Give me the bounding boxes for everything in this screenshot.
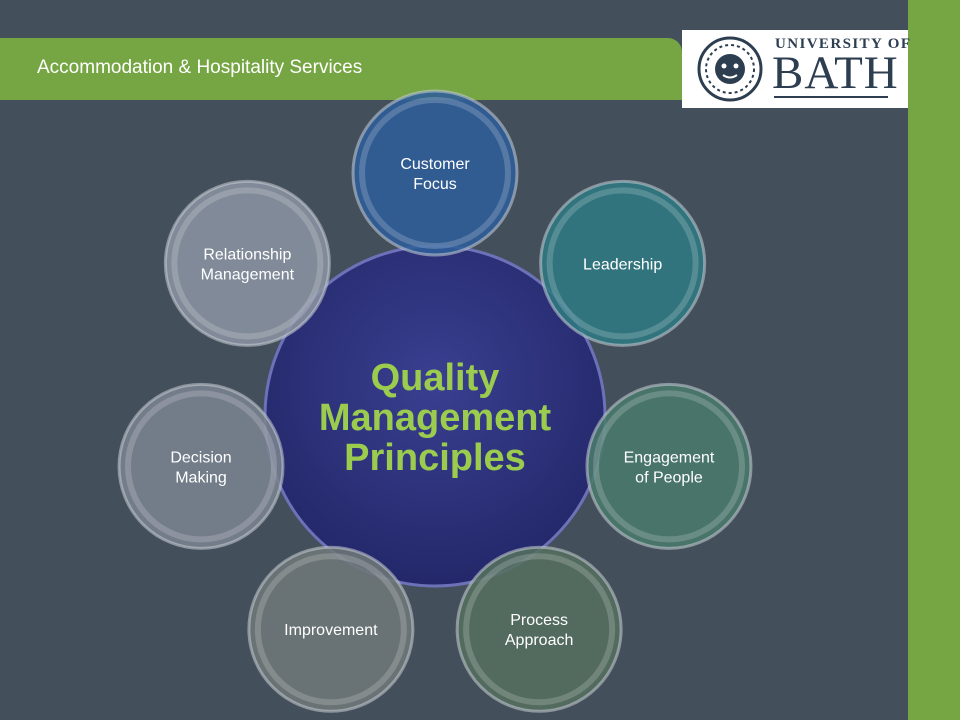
principle-ring bbox=[254, 553, 407, 706]
principle-circle bbox=[585, 382, 753, 550]
principle-circle bbox=[539, 179, 707, 347]
principle-node: Engagement of People bbox=[585, 382, 753, 550]
principle-label: Engagement bbox=[624, 449, 715, 466]
principle-circle bbox=[247, 545, 415, 713]
principle-label: Making bbox=[175, 469, 227, 486]
principle-ring bbox=[125, 390, 278, 543]
principle-ring bbox=[359, 97, 511, 249]
header-title: Accommodation & Hospitality Services bbox=[37, 57, 363, 78]
principle-label: Management bbox=[201, 266, 295, 283]
principle-ring bbox=[463, 553, 616, 706]
seal-icon bbox=[697, 36, 763, 102]
principle-label: Approach bbox=[505, 632, 574, 649]
principle-label: Leadership bbox=[583, 256, 662, 273]
header-band bbox=[0, 38, 682, 100]
principle-node: Improvement bbox=[247, 545, 415, 713]
principle-circle bbox=[351, 89, 519, 257]
principle-label: Relationship bbox=[203, 246, 291, 263]
center-label-line-1: Quality bbox=[371, 357, 500, 399]
principle-ring bbox=[592, 390, 745, 543]
center-node: Quality Management Principles bbox=[263, 244, 607, 588]
principle-label: of People bbox=[635, 469, 703, 486]
principle-circle bbox=[163, 179, 331, 347]
principle-circle bbox=[455, 545, 623, 713]
principle-label: Customer bbox=[400, 156, 470, 173]
center-label-line-2: Management bbox=[319, 397, 552, 439]
principle-label: Focus bbox=[413, 176, 457, 193]
logo-underline bbox=[774, 96, 888, 98]
logo-top-text: UNIVERSITY OF bbox=[775, 36, 912, 52]
principle-ring bbox=[546, 187, 699, 340]
logo-main-text: BATH bbox=[772, 47, 899, 99]
principle-label: Decision bbox=[170, 449, 231, 466]
principle-ring bbox=[171, 187, 324, 340]
center-label-line-3: Principles bbox=[344, 437, 526, 479]
right-green-strip bbox=[908, 0, 960, 720]
principle-label: Improvement bbox=[284, 622, 378, 639]
principle-label: Process bbox=[510, 612, 568, 629]
principle-circle bbox=[117, 382, 285, 550]
principle-node: Leadership bbox=[539, 179, 707, 347]
